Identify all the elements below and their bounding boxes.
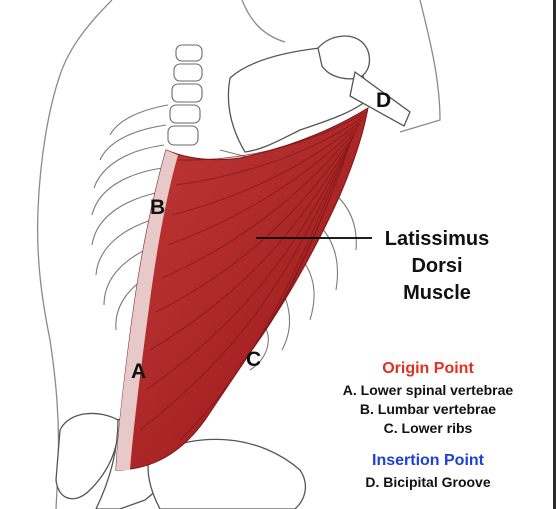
muscle-name-line: Latissimus bbox=[384, 228, 490, 250]
arm-outline bbox=[399, 0, 441, 133]
muscle-name-line: Muscle bbox=[403, 282, 471, 304]
label-c: C bbox=[246, 348, 262, 371]
label-a: A bbox=[131, 360, 147, 383]
frame-edge bbox=[553, 0, 556, 509]
body-outline bbox=[36, 0, 113, 509]
spine bbox=[167, 44, 203, 146]
origin-heading: Origin Point bbox=[382, 360, 474, 377]
muscle-name-line: Dorsi bbox=[411, 255, 463, 277]
label-d: D bbox=[376, 89, 392, 112]
origin-item: A. Lower spinal vertebrae bbox=[342, 382, 514, 398]
insertion-item: D. Bicipital Groove bbox=[365, 474, 491, 490]
muscle-name: Latissimus Dorsi Muscle bbox=[352, 226, 522, 307]
label-b: B bbox=[150, 196, 166, 219]
scapula bbox=[227, 35, 411, 153]
neck-outline bbox=[241, 0, 286, 43]
insertion-heading: Insertion Point bbox=[372, 452, 484, 469]
muscle-fibers bbox=[139, 111, 367, 441]
spinal-aponeurosis bbox=[116, 150, 178, 470]
origin-item: B. Lumbar vertebrae bbox=[359, 401, 497, 417]
legend: Origin Point A. Lower spinal vertebrae B… bbox=[318, 358, 538, 492]
origin-item: C. Lower ribs bbox=[383, 420, 473, 436]
